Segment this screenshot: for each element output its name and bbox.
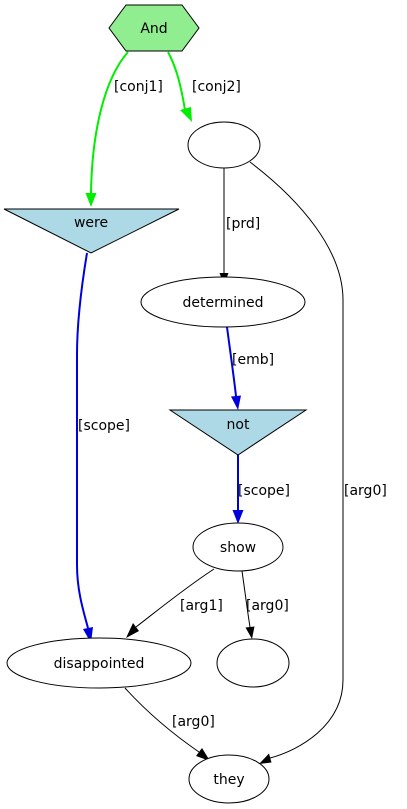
edge-were-scope-line — [76, 252, 89, 629]
edge-disappointed-arg0: [arg0] — [124, 687, 215, 761]
edge-were-scope-label: [scope] — [78, 418, 130, 434]
edge-disappointed-arg0-arrowhead — [196, 748, 210, 761]
edge-conj2-arg0: [arg0] — [249, 161, 387, 764]
edge-emb-label: [emb] — [232, 352, 274, 368]
edge-show-arg0: [arg0] — [241, 570, 289, 639]
node-conj2-ellipse — [187, 121, 261, 169]
edge-not-scope-label: [scope] — [238, 483, 290, 499]
edge-arg1: [arg1] — [126, 568, 223, 638]
edge-conj2-arg0-line — [249, 161, 344, 759]
node-disappointed-label: disappointed — [54, 656, 145, 672]
edge-prd-label: [prd] — [226, 216, 260, 232]
edge-emb: [emb] — [226, 326, 274, 410]
node-show-ellipse — [192, 522, 284, 572]
node-show-arg0 — [216, 638, 290, 688]
node-show-label: show — [220, 540, 256, 556]
edge-arg1-label: [arg1] — [180, 598, 223, 614]
node-show: show — [192, 522, 284, 572]
node-disappointed-ellipse — [6, 637, 192, 689]
edge-disappointed-arg0-line — [124, 687, 200, 753]
edge-conj1-arrowhead — [85, 193, 97, 207]
node-were: were — [3, 208, 180, 254]
edge-emb-arrowhead — [231, 395, 241, 410]
edge-conj1-label: [conj1] — [114, 79, 163, 95]
edge-emb-line — [226, 326, 237, 397]
node-conj2 — [187, 121, 261, 169]
node-not-triangle — [168, 409, 308, 456]
node-they-ellipse — [188, 754, 270, 804]
edge-show-arg0-line — [241, 570, 251, 628]
node-they-label: they — [213, 772, 244, 788]
node-were-label: were — [74, 215, 108, 231]
edge-conj2-arg0-label: [arg0] — [344, 483, 387, 499]
edge-were-scope: [scope] — [76, 252, 130, 643]
node-and-hexagon — [108, 4, 200, 52]
edge-conj1: [conj1] — [85, 51, 163, 207]
edge-conj2-arrowhead — [180, 107, 192, 122]
node-disappointed: disappointed — [6, 637, 192, 689]
edge-disappointed-arg0-label: [arg0] — [172, 714, 215, 730]
node-show-arg0-ellipse — [216, 638, 290, 688]
edge-not-scope-arrowhead — [232, 510, 244, 524]
node-were-triangle — [3, 208, 180, 254]
edge-conj1-line — [90, 51, 129, 194]
edge-arg1-line — [135, 568, 215, 628]
edge-not-scope: [scope] — [232, 455, 290, 524]
edge-conj2-label: [conj2] — [192, 79, 241, 95]
node-determined: determined — [140, 276, 306, 328]
edge-arg1-arrowhead — [126, 623, 139, 638]
edge-show-arg0-arrowhead — [245, 626, 255, 639]
edge-show-arg0-label: [arg0] — [246, 598, 289, 614]
node-they: they — [188, 754, 270, 804]
node-determined-label: determined — [182, 295, 263, 311]
node-determined-ellipse — [140, 276, 306, 328]
edge-conj2-arg0-arrowhead — [259, 753, 272, 764]
node-not: not — [168, 409, 308, 456]
node-not-label: not — [227, 417, 250, 433]
node-and: And — [108, 4, 200, 52]
edge-conj2: [conj2] — [167, 51, 241, 122]
node-and-label: And — [140, 21, 167, 37]
edge-conj2-line — [167, 51, 186, 111]
edge-prd: [prd] — [219, 168, 260, 285]
